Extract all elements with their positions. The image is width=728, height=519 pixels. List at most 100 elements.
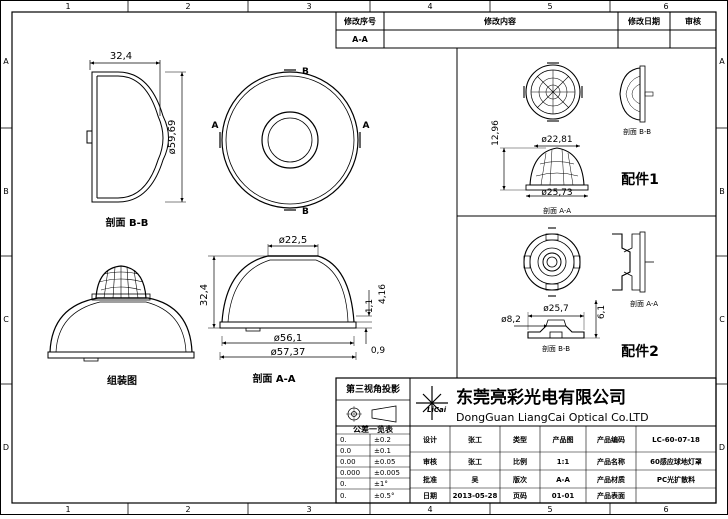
dim-front-height: 32,4 xyxy=(199,284,210,306)
tb-r3-c3: 01-01 xyxy=(552,492,575,500)
zone-top-5: 5 xyxy=(547,2,552,11)
zone-bottom-4: 4 xyxy=(427,505,432,514)
dim-part2-height: 6,1 xyxy=(597,305,607,319)
zone-top-4: 4 xyxy=(427,2,432,11)
part1-views xyxy=(500,62,654,198)
rev-row-no: A-A xyxy=(352,35,369,44)
caption-part2-bb: 剖面 B-B xyxy=(542,344,570,353)
dim-front-h1: 4,16 xyxy=(378,284,388,304)
part2-views xyxy=(514,227,654,339)
caption-section-aa: 剖面 A-A xyxy=(252,372,295,385)
dim-part2-d2: ø8,2 xyxy=(501,315,521,325)
tol-val-0: ±0.2 xyxy=(374,436,391,444)
tb-r1-c5: 60感应球地灯罩 xyxy=(650,457,702,466)
dim-front-top-diameter: ø22,5 xyxy=(279,235,307,246)
zone-top-3: 3 xyxy=(306,2,311,11)
zone-left-b: B xyxy=(3,187,9,196)
tb-r1-c1: 张工 xyxy=(468,457,482,466)
zone-bottom-2: 2 xyxy=(185,505,190,514)
dim-part1-height: 12,96 xyxy=(491,120,501,146)
zone-right-d: D xyxy=(719,443,725,452)
top-view-circle xyxy=(219,69,361,211)
section-mark-b-bottom: B xyxy=(302,207,309,217)
revision-table: 修改序号 修改内容 修改日期 审核 A-A xyxy=(335,11,717,49)
zone-top-6: 6 xyxy=(663,2,668,11)
company-logo xyxy=(416,386,448,420)
tb-r1-c2: 比例 xyxy=(513,457,527,466)
tol-key-0: 0. xyxy=(340,436,347,444)
assembly-view xyxy=(47,265,195,362)
caption-section-bb: 剖面 B-B xyxy=(106,216,149,229)
zone-bottom-6: 6 xyxy=(663,505,668,514)
rev-header-content: 修改内容 xyxy=(483,16,516,26)
zone-left-c: C xyxy=(3,315,9,324)
rev-header-date: 修改日期 xyxy=(627,16,660,26)
zone-bottom-1: 1 xyxy=(65,505,70,514)
front-section-aa xyxy=(208,244,372,360)
section-mark-a-right: A xyxy=(363,121,370,131)
tb-r1-c4: 产品名称 xyxy=(597,457,625,466)
company-name-en: DongGuan LiangCai Optical Co.LTD xyxy=(456,411,649,424)
tb-r1-c3: 1:1 xyxy=(557,458,570,466)
tb-r2-c0: 批准 xyxy=(423,475,437,484)
caption-assembly: 组装图 xyxy=(107,374,137,387)
tol-val-5: ±0.5° xyxy=(374,492,395,500)
zone-bottom-3: 3 xyxy=(306,505,311,514)
dim-part2-d1: ø25,7 xyxy=(543,304,569,314)
tol-val-4: ±1° xyxy=(374,480,388,488)
tolerance-title: 公差一览表 xyxy=(353,424,394,434)
dim-front-d2: ø57,37 xyxy=(271,347,306,358)
tol-key-1: 0.0 xyxy=(340,447,351,455)
dim-front-h2: 1,1 xyxy=(365,299,375,313)
tb-r0-c1: 张工 xyxy=(468,435,482,444)
tb-r2-c1: 吴 xyxy=(472,475,480,484)
tb-r2-c2: 版次 xyxy=(513,475,527,484)
dim-part1-d2: ø25,73 xyxy=(541,188,572,198)
tb-r3-c2: 页码 xyxy=(513,492,527,500)
side-view-bb xyxy=(86,60,186,203)
zone-top-1: 1 xyxy=(65,2,70,11)
zone-top-2: 2 xyxy=(185,2,190,11)
rev-header-review: 审核 xyxy=(685,16,701,26)
tb-r0-c5: LC-60-07-18 xyxy=(652,436,700,444)
dim-part1-d1: ø22,81 xyxy=(541,135,572,145)
dim-left-diameter: ø59,69 xyxy=(167,120,178,155)
zone-right-c: C xyxy=(719,315,725,324)
tol-val-2: ±0.05 xyxy=(374,458,395,466)
zone-left-d: D xyxy=(3,443,9,452)
caption-part1-aa: 剖面 A-A xyxy=(543,206,571,215)
tb-r2-c4: 产品材质 xyxy=(597,475,625,484)
tb-r0-c4: 产品编码 xyxy=(597,435,625,444)
tb-r0-c2: 类型 xyxy=(513,435,527,444)
tb-r3-c0: 日期 xyxy=(423,491,437,500)
zone-right-b: B xyxy=(719,187,725,196)
caption-part1-bb: 剖面 B-B xyxy=(623,127,651,136)
tol-key-5: 0. xyxy=(340,492,347,500)
rev-header-no: 修改序号 xyxy=(343,16,376,26)
tol-val-3: ±0.005 xyxy=(374,469,400,477)
tb-r0-c3: 产品图 xyxy=(553,435,574,444)
tb-r3-c4: 产品表面 xyxy=(597,491,625,500)
title-part1: 配件1 xyxy=(621,171,659,188)
tb-r2-c3: A-A xyxy=(556,476,570,484)
section-mark-a-left: A xyxy=(212,121,219,131)
logo-text: LiCai xyxy=(427,406,447,414)
title-block xyxy=(335,377,717,504)
zone-left-a: A xyxy=(3,57,9,66)
zone-bottom-5: 5 xyxy=(547,505,552,514)
tb-r3-c1: 2013-05-28 xyxy=(453,492,498,500)
tol-key-4: 0. xyxy=(340,480,347,488)
projection-label: 第三视角投影 xyxy=(346,383,400,395)
tb-r0-c0: 设计 xyxy=(423,435,437,444)
tol-key-3: 0.000 xyxy=(340,469,360,477)
zone-right-a: A xyxy=(719,57,725,66)
tol-key-2: 0.00 xyxy=(340,458,356,466)
tol-val-1: ±0.1 xyxy=(374,447,391,455)
dim-left-width: 32,4 xyxy=(110,51,132,62)
dim-front-h3: 0,9 xyxy=(371,346,386,356)
tb-r2-c5: PC光扩散料 xyxy=(657,475,695,484)
tb-r1-c0: 审核 xyxy=(423,457,437,466)
